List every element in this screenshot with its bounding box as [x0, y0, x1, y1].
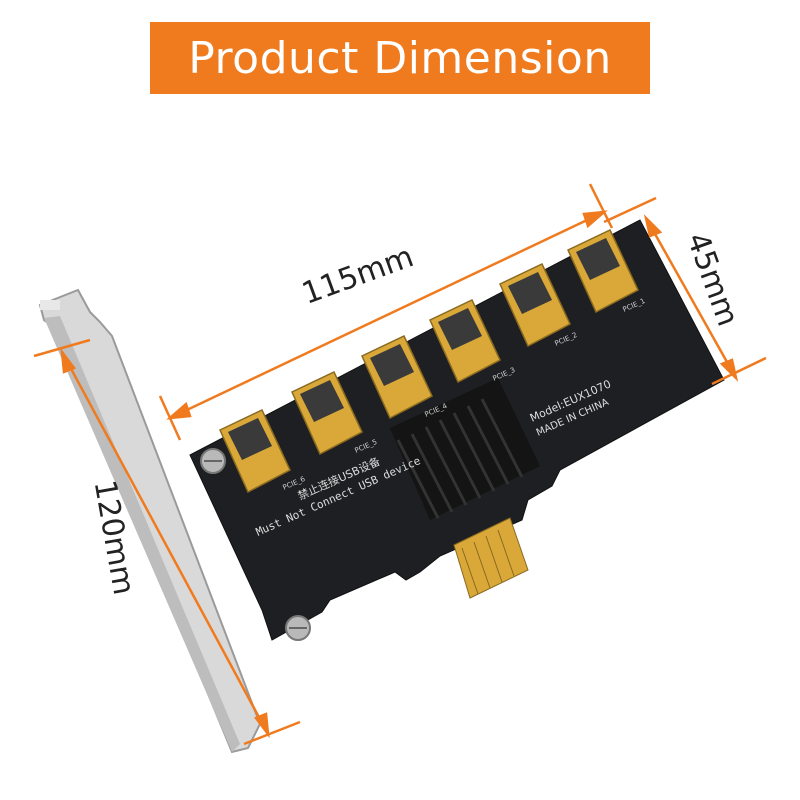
usb-port-1 [567, 228, 639, 314]
screw-icon [200, 448, 226, 474]
heatsink [390, 378, 540, 520]
usb-port-6 [219, 408, 291, 494]
title-text: Product Dimension [188, 32, 612, 84]
height-dimension-line [33, 338, 301, 746]
usb-port-5 [291, 370, 363, 456]
usb-port-4 [361, 334, 433, 420]
usb-port-2 [499, 262, 571, 348]
title-banner: Product Dimension [150, 22, 650, 94]
depth-dimension-line [603, 196, 767, 386]
pci-bracket [38, 288, 262, 754]
usb-port-3 [429, 298, 501, 384]
screw-icon [285, 615, 311, 641]
width-dimension-line [158, 183, 614, 441]
